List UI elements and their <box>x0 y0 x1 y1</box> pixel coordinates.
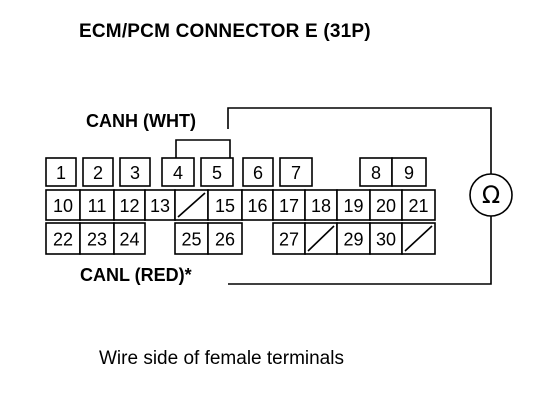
terminal-cell: 21 <box>401 189 436 221</box>
terminal-number: 10 <box>53 196 73 216</box>
terminal-bracket <box>175 139 231 158</box>
terminal-cell <box>174 189 209 221</box>
terminal-box <box>336 222 371 255</box>
terminal-cell: 6 <box>242 157 274 187</box>
canh-wire <box>227 107 492 174</box>
unused-terminal-slash <box>177 192 206 218</box>
terminal-number: 24 <box>119 230 139 250</box>
unused-terminal-slash <box>307 225 335 252</box>
terminal-number: 3 <box>130 163 140 183</box>
terminal-number: 30 <box>376 230 396 250</box>
terminal-box <box>359 157 393 187</box>
terminal-cell: 29 <box>336 222 371 255</box>
terminal-number: 11 <box>88 196 107 216</box>
terminal-cell: 24 <box>113 222 146 255</box>
terminal-box <box>272 189 306 221</box>
terminal-cell: 4 <box>161 157 195 187</box>
terminal-box <box>241 189 274 221</box>
terminal-box <box>79 222 115 255</box>
terminal-number: 29 <box>343 230 363 250</box>
terminal-cell: 7 <box>279 157 313 187</box>
terminal-cell: 20 <box>369 189 403 221</box>
terminal-cell: 8 <box>359 157 393 187</box>
terminal-cell: 13 <box>144 189 176 221</box>
unused-terminal-slash <box>404 225 433 252</box>
terminal-number: 18 <box>311 196 331 216</box>
terminal-number: 8 <box>371 163 381 183</box>
terminal-number: 16 <box>247 196 267 216</box>
terminal-number: 4 <box>173 163 183 183</box>
terminal-cell: 30 <box>369 222 403 255</box>
terminal-cell: 23 <box>79 222 115 255</box>
terminal-cell: 9 <box>391 157 427 187</box>
diagram-title: ECM/PCM CONNECTOR E (31P) <box>79 21 371 42</box>
terminal-cell <box>304 222 338 255</box>
view-caption: Wire side of female terminals <box>99 348 344 369</box>
terminal-number: 22 <box>53 230 73 250</box>
terminal-box <box>401 189 436 221</box>
terminal-box <box>207 222 243 255</box>
canl-wire <box>228 216 492 285</box>
terminal-number: 19 <box>343 196 363 216</box>
terminal-box <box>336 189 371 221</box>
terminal-cell: 10 <box>45 189 81 221</box>
terminal-box <box>279 157 313 187</box>
terminal-number: 6 <box>253 163 263 183</box>
terminal-number: 12 <box>119 196 139 216</box>
terminal-cell: 3 <box>119 157 151 187</box>
terminal-box <box>45 189 81 221</box>
terminal-box <box>272 222 306 255</box>
terminal-cell: 12 <box>113 189 146 221</box>
terminal-number: 13 <box>150 196 170 216</box>
terminal-cell: 25 <box>174 222 209 255</box>
terminal-cell: 16 <box>241 189 274 221</box>
ohm-icon: Ω <box>482 181 500 209</box>
terminal-number: 17 <box>279 196 299 216</box>
terminal-cell: 22 <box>45 222 81 255</box>
terminal-box <box>45 222 81 255</box>
terminal-number: 7 <box>291 163 301 183</box>
ohmmeter-symbol <box>469 173 513 217</box>
terminal-number: 23 <box>87 230 107 250</box>
terminal-number: 2 <box>93 163 103 183</box>
terminal-number: 5 <box>212 163 222 183</box>
terminal-cell: 27 <box>272 222 306 255</box>
terminal-number: 25 <box>181 230 201 250</box>
terminal-number: 20 <box>376 196 396 216</box>
terminal-box <box>79 189 115 221</box>
terminal-box <box>369 222 403 255</box>
terminal-cell: 1 <box>45 157 77 187</box>
terminal-cell: 5 <box>200 157 234 187</box>
terminal-box <box>391 157 427 187</box>
canl-wire-label: CANL (RED)* <box>80 265 192 285</box>
terminal-cell: 2 <box>82 157 114 187</box>
terminal-cell: 19 <box>336 189 371 221</box>
terminal-cell: 17 <box>272 189 306 221</box>
terminal-cell: 18 <box>304 189 338 221</box>
terminal-number: 21 <box>408 196 428 216</box>
terminal-box <box>161 157 195 187</box>
terminal-cell: 11 <box>79 189 115 221</box>
terminal-box <box>82 157 114 187</box>
terminal-cell: 15 <box>207 189 243 221</box>
terminal-cell: 26 <box>207 222 243 255</box>
terminal-number: 15 <box>215 196 235 216</box>
terminal-box <box>119 157 151 187</box>
terminal-box <box>207 189 243 221</box>
terminal-cell <box>401 222 436 255</box>
terminal-number: 27 <box>279 230 299 250</box>
terminal-number: 1 <box>56 163 66 183</box>
terminal-box <box>200 157 234 187</box>
terminal-number: 9 <box>404 163 414 183</box>
terminal-box <box>242 157 274 187</box>
terminal-box <box>369 189 403 221</box>
canh-wire-label: CANH (WHT) <box>86 111 196 131</box>
terminal-box <box>113 222 146 255</box>
terminal-box <box>45 157 77 187</box>
terminal-number: 26 <box>215 230 235 250</box>
